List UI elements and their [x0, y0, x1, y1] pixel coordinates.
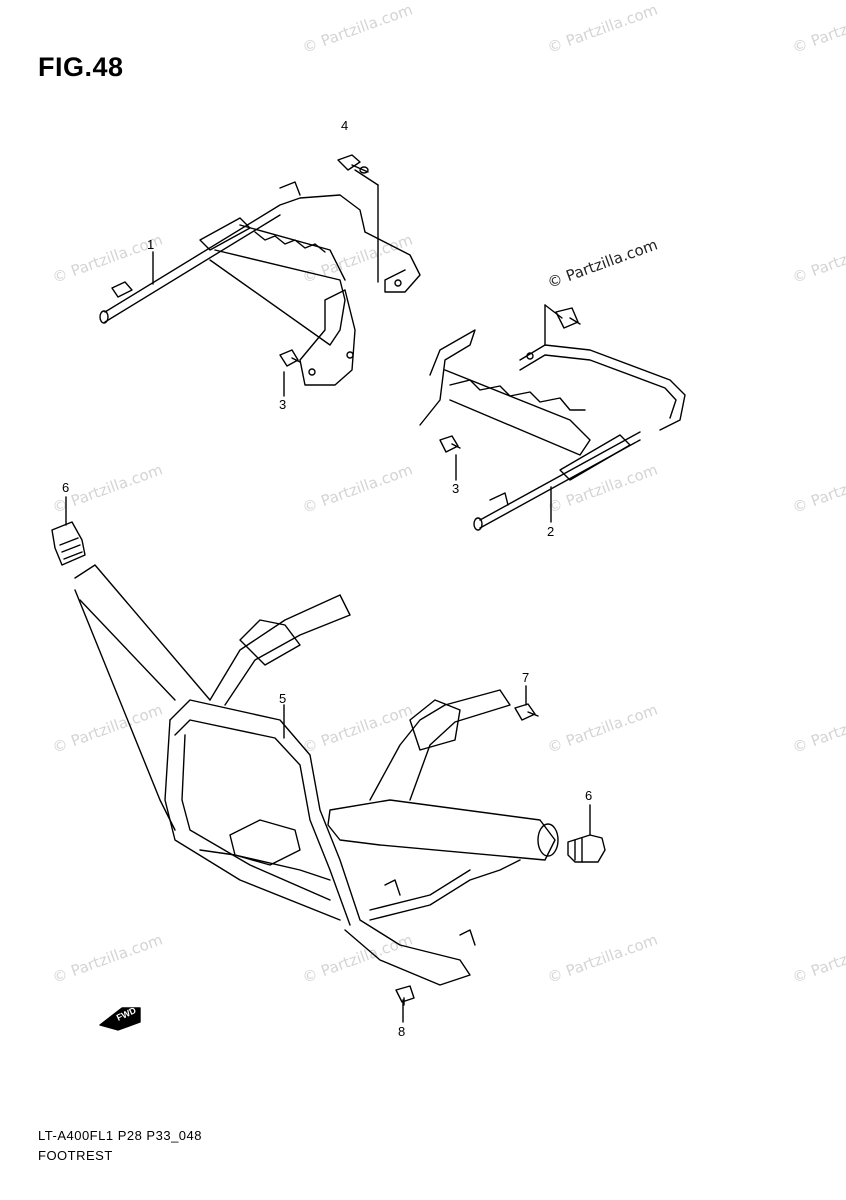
- callout-8: 8: [398, 1024, 406, 1039]
- end-cap-right: [567, 834, 606, 863]
- leader-lines: [65, 169, 591, 1023]
- footrest-frame: [74, 564, 559, 986]
- callout-3: 3: [452, 481, 460, 496]
- bolt-part-3-upper: [279, 349, 301, 367]
- fwd-arrow-icon: [99, 1007, 141, 1031]
- callout-2: 2: [547, 524, 555, 539]
- section-name: FOOTREST: [38, 1148, 113, 1163]
- callout-4: 4: [341, 118, 349, 133]
- footrest-left: [419, 329, 686, 531]
- callout-3: 3: [279, 397, 287, 412]
- figure-title: FIG.48: [38, 52, 124, 82]
- bolt-part-8: [395, 985, 415, 1006]
- callout-1: 1: [147, 237, 155, 252]
- footrest-right: [99, 181, 421, 386]
- bolt-part-7: [514, 703, 539, 721]
- model-code: LT-A400FL1 P28 P33_048: [38, 1128, 202, 1143]
- callout-7: 7: [522, 670, 530, 685]
- callout-6: 6: [585, 788, 593, 803]
- bolt-upper-right: [555, 307, 581, 329]
- callout-5: 5: [279, 691, 287, 706]
- bolt-part-4: [337, 154, 369, 174]
- end-cap-left: [51, 521, 86, 566]
- callout-6: 6: [62, 480, 70, 495]
- bolt-part-3-lower: [439, 435, 461, 453]
